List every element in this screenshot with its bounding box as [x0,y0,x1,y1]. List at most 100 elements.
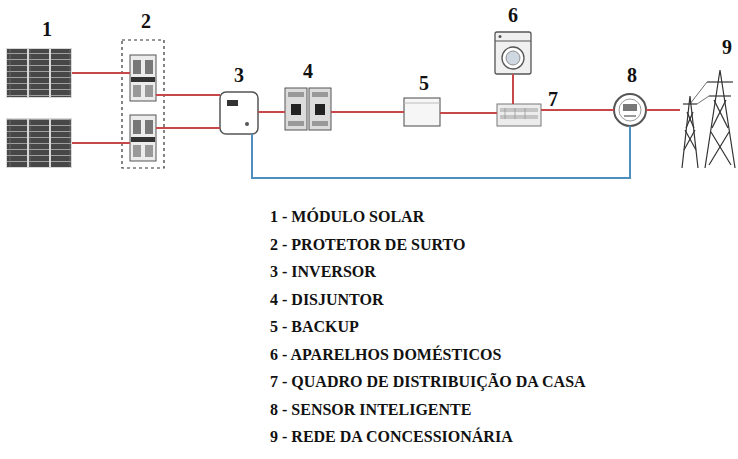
legend-key-text: 6 - APARELHOS DOMÉSTICOS [270,341,501,369]
legend-key-text: 2 - PROTETOR DE SURTO [270,231,465,259]
wire-connector [72,72,122,74]
power-pylon-part [687,112,694,128]
power-pylon-part [682,96,698,168]
washing-machine: 6 [495,32,531,74]
circuit-breaker: 4 [285,88,331,130]
smart-meter-part [614,94,646,126]
circuit-breaker-part [312,92,328,97]
circuit-breaker-part [312,121,328,126]
callout-number: 3 [234,64,244,86]
power-pylon: 9 [680,68,736,168]
surge-protector-part [122,72,130,74]
callout-number: 1 [42,18,52,40]
circuit-breaker-part [288,92,304,97]
wire-connector [331,111,404,113]
legend-key-text: 3 - INVERSOR [270,258,376,286]
solar-module-part [29,49,49,97]
smart-meter [614,94,646,126]
power-pylon-part [712,100,726,128]
circuit-breaker-part [291,104,301,115]
legend-key-text: 7 - QUADRO DE DISTRIBUIÇÃO DA CASA [270,368,586,396]
power-pylon-part [709,132,729,165]
smart-meter-part [623,104,637,111]
surge-protector-part [133,145,141,157]
backup-unit-part [404,98,440,126]
smart-meter-part [624,115,636,116]
callout-number: 8 [627,64,637,86]
surge-protector-part [145,85,153,97]
inverter-part [227,100,238,106]
surge-protector-part [133,60,141,74]
wire-connector [164,94,220,96]
power-pylon [682,70,735,168]
circuit-breaker-part [315,104,325,115]
surge-protector [122,40,164,168]
power-pylon-part [685,130,696,150]
wire-connector [440,112,497,114]
inverter: 3 [220,92,258,134]
solar-module-part [6,48,72,98]
smart-meter-part [619,99,641,121]
distribution-board-part [500,108,538,112]
distribution-board [497,104,541,126]
callout-number: 9 [722,36,732,58]
power-pylon-part [705,70,735,168]
surge-protector-part [156,127,164,129]
surge-protector-part [133,120,141,134]
distribution-board-part [515,108,516,119]
power-pylon-part [709,95,731,96]
callout-number: 7 [548,88,558,110]
wire-connector [164,127,220,129]
surge-protector-part [131,77,155,82]
callout-number: 2 [141,10,151,32]
power-pylon-part [707,81,733,82]
solar-module-part [51,49,71,97]
power-pylon-part [684,130,695,150]
washing-machine-part [495,41,531,42]
legend-key-text: 9 - REDE DA CONCESSIONÁRIA [270,423,513,451]
legend-key-text: 5 - BACKUP [270,313,359,341]
legend-key-text: 8 - SENSOR INTELIGENTE [270,396,471,424]
key-list: 1 - MÓDULO SOLAR2 - PROTETOR DE SURTO3 -… [270,203,586,451]
distribution-board-part [525,108,526,119]
distribution-board-part [500,115,538,119]
power-pylon-part [686,112,693,128]
washing-machine-part [506,51,520,65]
inverter-part [220,92,258,134]
solar-module [6,48,72,168]
circuit-breaker-part [309,88,331,130]
callout-number: 4 [303,60,313,82]
backup-unit: 5 [404,98,440,126]
wire-connector [72,142,122,144]
power-pylon-part [697,96,709,104]
legend-key-text: 4 - DISJUNTOR [270,286,384,314]
solar-module-part [29,119,49,167]
solar-module-part [7,49,27,97]
surge-protector-part [145,145,153,157]
backup-unit-part [404,103,440,104]
washing-machine-part [495,32,531,74]
distribution-board: 7 [497,104,541,126]
solar-module: 1 [6,48,72,168]
wire-connector [252,126,630,178]
power-pylon-part [690,82,707,104]
surge-protector-part [156,94,164,96]
surge-protector-part [131,137,155,142]
circuit-breaker-part [285,88,307,130]
distribution-board-part [497,104,541,126]
callout-number: 6 [508,4,518,26]
distribution-board-part [505,108,506,119]
circuit-breaker [285,88,331,130]
surge-protector-part [133,85,141,97]
washing-machine-part [502,47,524,69]
callout-number: 5 [419,72,429,94]
backup-unit [404,98,440,126]
smart-meter: 8 [614,94,646,126]
power-pylon-part [714,100,728,128]
wire-connector [258,111,285,113]
solar-module-part [7,119,27,167]
surge-protector-part [122,40,164,168]
surge-protector-part [130,55,156,101]
